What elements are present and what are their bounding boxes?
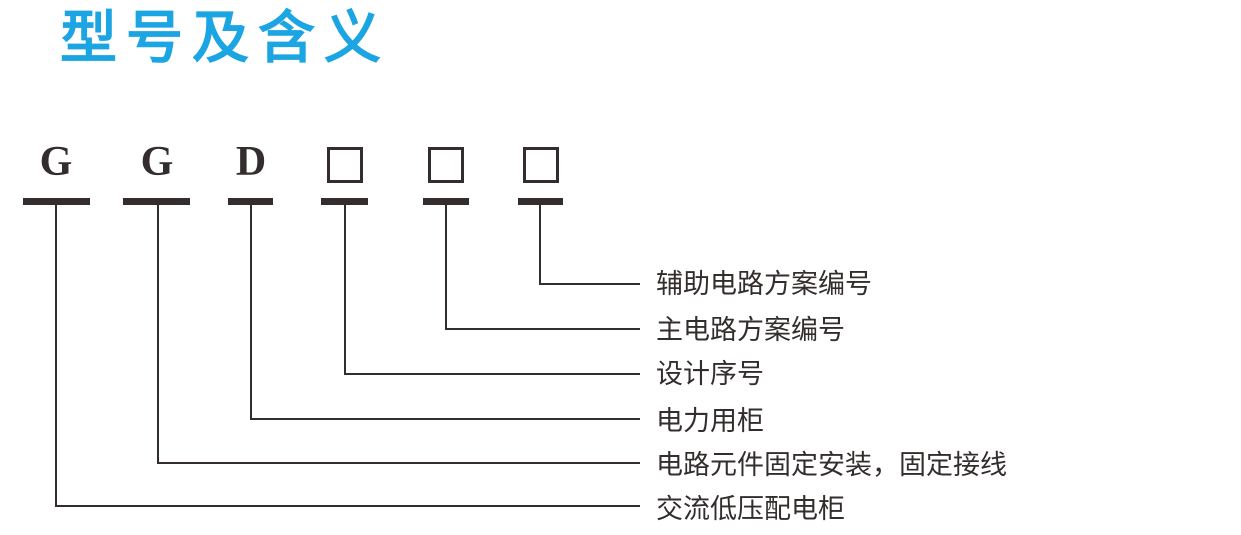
model-letter-3: D [235,139,267,185]
underline-bar-2 [123,198,190,205]
underline-bar-1 [23,198,90,205]
label-ac-low-voltage-distribution-cabinet: 交流低压配电柜 [656,494,845,524]
placeholder-box-1 [327,147,363,183]
placeholder-box-2 [428,147,464,183]
connector-line-position-3 [250,205,640,420]
connector-line-position-1 [55,205,640,507]
connector-line-position-6 [539,205,640,285]
label-auxiliary-circuit-scheme-number: 辅助电路方案编号 [656,269,872,299]
label-power-cabinet: 电力用柜 [656,406,764,436]
connector-line-position-5 [445,205,640,330]
label-main-circuit-scheme-number: 主电路方案编号 [656,315,845,345]
model-letter-1: G [39,139,73,185]
model-letter-2: G [140,139,174,185]
page-title: 型号及含义 [60,6,390,70]
placeholder-box-3 [523,147,559,183]
underline-bar-6 [518,198,563,205]
underline-bar-5 [423,198,469,205]
label-design-serial-number: 设计序号 [656,359,764,389]
connector-line-position-2 [157,205,640,464]
connector-line-position-4 [344,205,640,375]
underline-bar-3 [228,198,273,205]
underline-bar-4 [321,198,368,205]
label-fixed-mounting-fixed-wiring: 电路元件固定安装，固定接线 [656,450,1007,480]
